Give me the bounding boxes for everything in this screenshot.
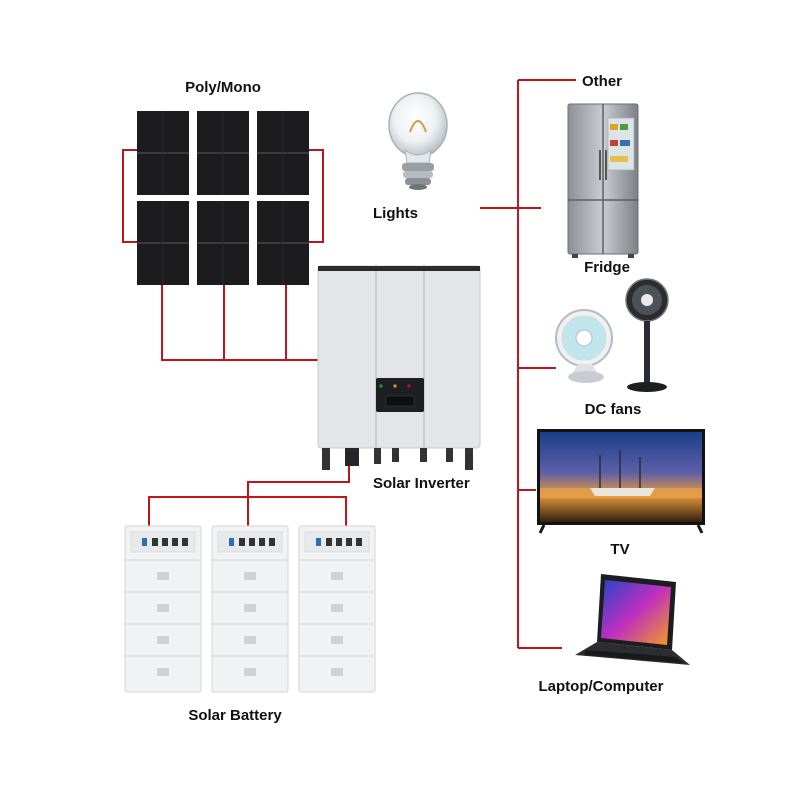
wires (122, 79, 576, 649)
wire-panel-right-loop (309, 149, 324, 243)
inverter-icon (317, 265, 481, 470)
fridge-label: Fridge (584, 259, 630, 276)
inverter-label: Solar Inverter (373, 475, 470, 492)
battery-stack (124, 525, 376, 693)
fans-label: DC fans (584, 401, 642, 418)
other-label: Other (582, 73, 623, 90)
battery-icon (124, 525, 202, 693)
light-bulb-icon (388, 92, 448, 190)
wire-inverter-battery (148, 462, 350, 530)
solar-panel-icon (197, 201, 249, 285)
solar-panel-icon (257, 111, 309, 195)
tv-label: TV (610, 541, 630, 558)
standing-fan-icon (625, 278, 669, 392)
solar-panel-icon (137, 201, 189, 285)
desk-fan-icon (555, 309, 613, 383)
solar-panel-icon (137, 111, 189, 195)
battery-icon (298, 525, 376, 693)
wire-panel-bus (161, 285, 318, 361)
battery-label: Solar Battery (188, 707, 282, 724)
wire-load-bus (517, 79, 576, 649)
fridge-icon (567, 103, 639, 258)
solar-panel-icon (197, 111, 249, 195)
battery-icon (211, 525, 289, 693)
panels-label: Poly/Mono (185, 79, 261, 96)
laptop-icon (575, 574, 690, 665)
solar-panel-icon (257, 201, 309, 285)
wire-panel-left-loop (122, 149, 137, 243)
laptop-label: Laptop/Computer (538, 678, 664, 695)
solar-panel-array (137, 111, 309, 285)
lights-label: Lights (373, 205, 418, 222)
tv-icon (537, 429, 705, 534)
